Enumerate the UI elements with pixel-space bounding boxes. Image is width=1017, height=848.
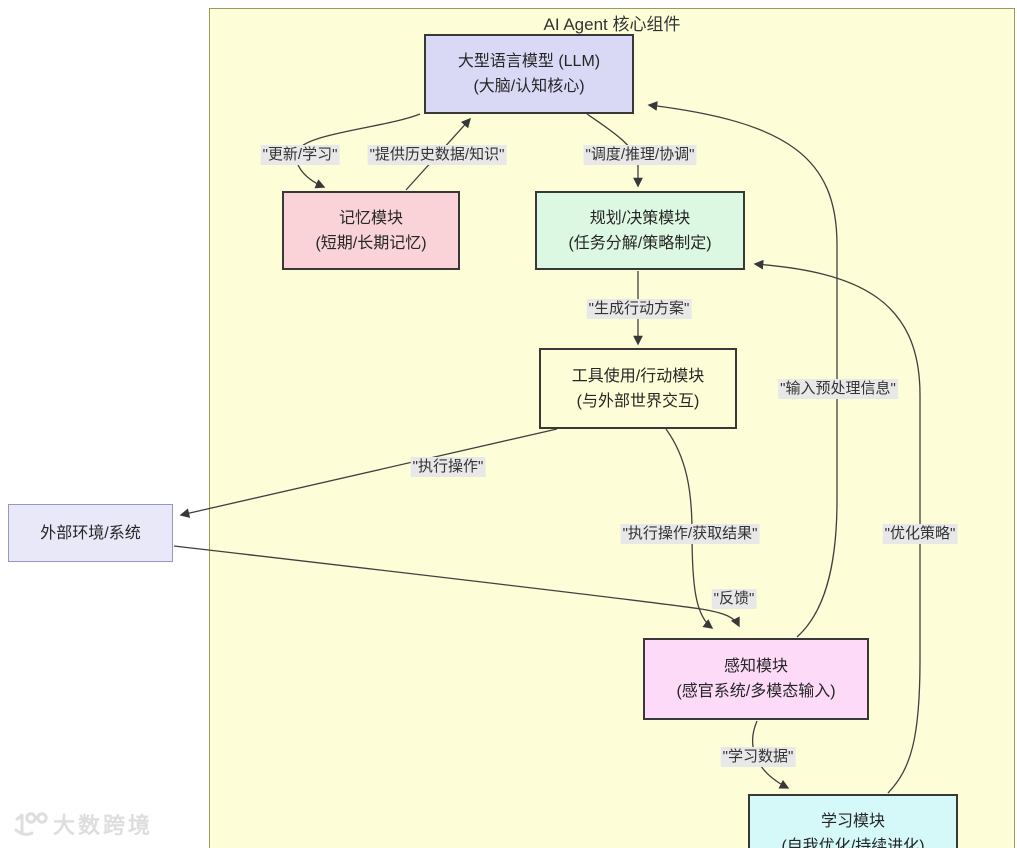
edge-label-input-preprocess: "输入预处理信息" bbox=[778, 379, 898, 399]
edge-label-learn-data: "学习数据" bbox=[720, 747, 796, 767]
node-tool-label: 工具使用/行动模块 bbox=[571, 367, 705, 385]
edge-label-feedback: "反馈" bbox=[711, 589, 757, 609]
edge-label-provide-history: "提供历史数据/知识" bbox=[367, 145, 507, 165]
node-llm-sublabel: (大脑/认知核心) bbox=[473, 78, 585, 95]
cluster-title: AI Agent 核心组件 bbox=[543, 15, 681, 34]
node-llm-label: 大型语言模型 (LLM) bbox=[457, 53, 601, 70]
watermark-logo-icon bbox=[14, 812, 48, 836]
node-learning-label: 学习模块 bbox=[820, 813, 885, 830]
edge-label-execute-op: "执行操作" bbox=[410, 457, 486, 477]
node-llm: 大型语言模型 (LLM) (大脑/认知核心) bbox=[424, 34, 634, 114]
node-perception-sublabel: (感官系统/多模态输入) bbox=[676, 683, 836, 700]
node-external-environment: 外部环境/系统 bbox=[8, 504, 173, 562]
node-perception: 感知模块 (感官系统/多模态输入) bbox=[643, 638, 869, 720]
node-learning-sublabel: (自我优化/持续进化) bbox=[781, 838, 925, 848]
watermark-text: 大数跨境 bbox=[53, 813, 154, 838]
node-memory-label: 记忆模块 bbox=[338, 209, 403, 227]
node-perception-label: 感知模块 bbox=[723, 658, 788, 675]
node-external-label: 外部环境/系统 bbox=[40, 524, 141, 542]
edge-label-schedule-reason: "调度/推理/协调" bbox=[583, 145, 697, 165]
node-memory: 记忆模块 (短期/长期记忆) bbox=[282, 191, 460, 270]
edge-label-update-learn: "更新/学习" bbox=[260, 145, 340, 165]
edge-label-generate-plan: "生成行动方案" bbox=[586, 299, 692, 319]
node-planning-label: 规划/决策模块 bbox=[589, 209, 691, 227]
node-planning-sublabel: (任务分解/策略制定) bbox=[568, 234, 712, 252]
edge-label-optimize-strategy: "优化策略" bbox=[882, 524, 958, 544]
watermark: 大数跨境 bbox=[12, 808, 153, 840]
node-planning: 规划/决策模块 (任务分解/策略制定) bbox=[535, 191, 745, 270]
node-tool-sublabel: (与外部世界交互) bbox=[576, 392, 700, 410]
node-memory-sublabel: (短期/长期记忆) bbox=[315, 234, 427, 252]
node-learning: 学习模块 (自我优化/持续进化) bbox=[748, 794, 958, 848]
edge-label-execute-get-result: "执行操作/获取结果" bbox=[620, 524, 760, 544]
node-tool: 工具使用/行动模块 (与外部世界交互) bbox=[539, 348, 737, 429]
